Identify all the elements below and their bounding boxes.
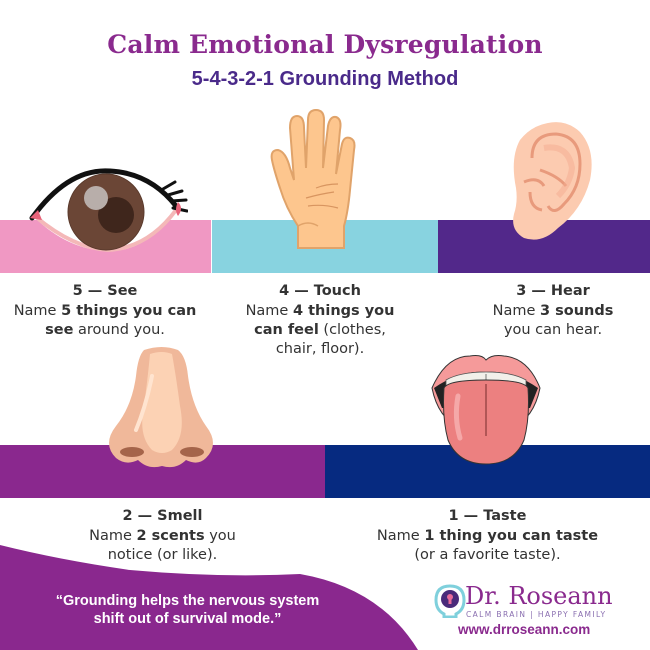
eye-icon [29,168,188,253]
brand-logo-icon [434,584,466,618]
footer-quote: “Grounding helps the nervous system shif… [55,593,320,627]
brand-url-link[interactable]: www.drroseann.com [458,622,591,637]
ear-icon [513,122,592,240]
nose-icon [109,347,213,468]
step-see: 5 — See Name 5 things you can see around… [5,282,205,340]
brand-tagline: CALM BRAIN | HAPPY FAMILY [466,610,607,619]
step-hear: 3 — Hear Name 3 sounds you can hear. [478,282,628,340]
step-touch: 4 — Touch Name 4 things you can feel (cl… [240,282,400,359]
step-hear-heading: 3 — Hear [516,283,590,299]
step-see-heading: 5 — See [72,283,138,299]
step-taste: 1 — Taste Name 1 thing you can taste (or… [370,507,605,565]
step-smell-heading: 2 — Smell [122,508,203,524]
page-subtitle: 5-4-3-2-1 Grounding Method [191,68,459,90]
step-taste-heading: 1 — Taste [448,508,527,524]
hand-icon [270,108,356,249]
step-touch-heading: 4 — Touch [279,283,361,299]
tongue-icon [431,355,541,465]
brand-name: Dr. Roseann [465,582,613,610]
footer-wave [0,545,418,650]
step-smell: 2 — Smell Name 2 scents you notice (or l… [70,507,255,565]
page-title: Calm Emotional Dysregulation [107,30,543,59]
